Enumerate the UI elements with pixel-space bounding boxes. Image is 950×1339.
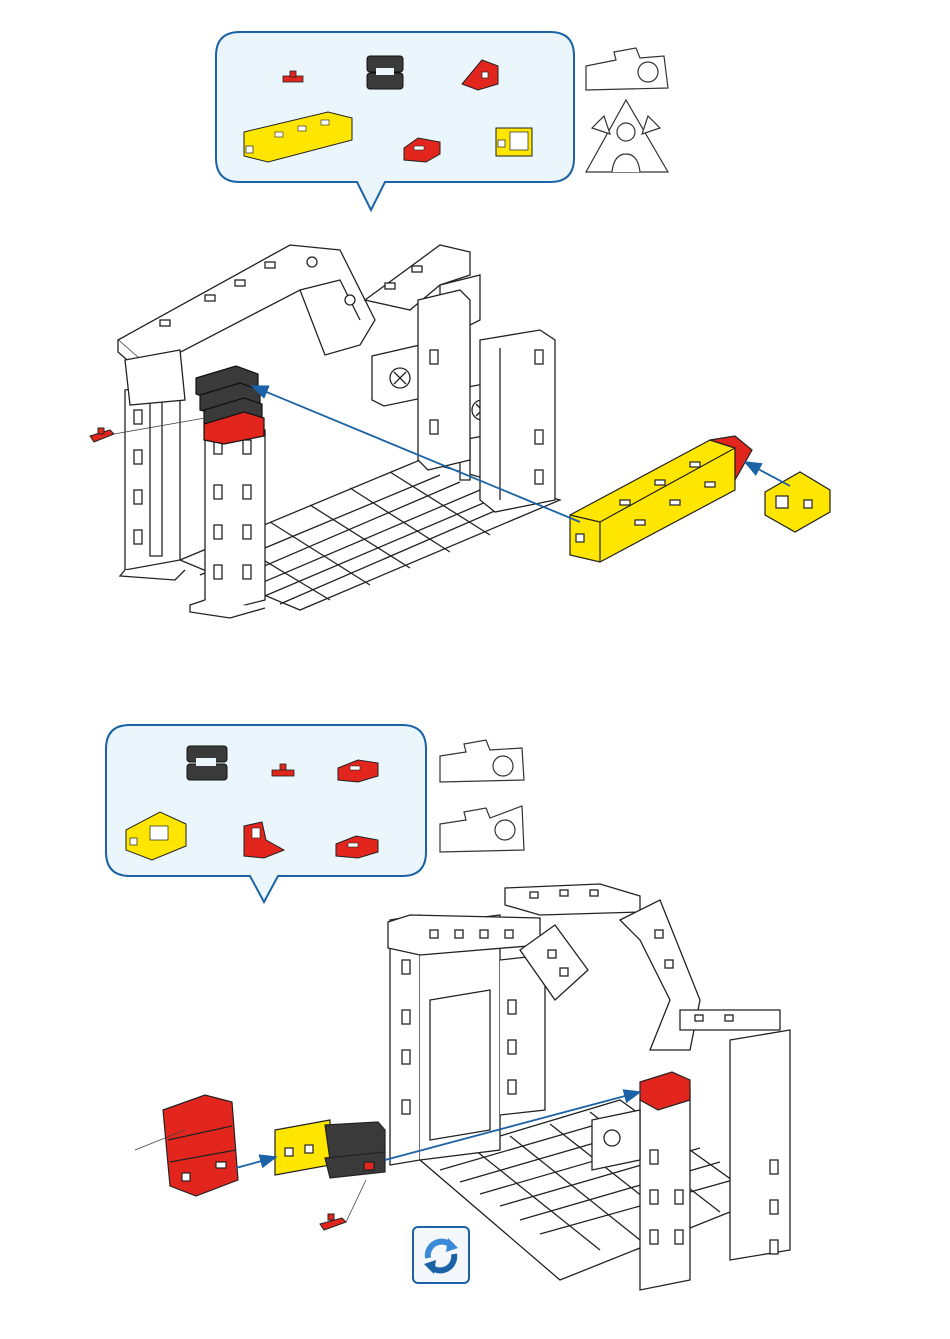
black-building-block-icon bbox=[367, 56, 403, 89]
yellow-u-bracket-icon bbox=[496, 128, 532, 156]
step-1-model bbox=[118, 245, 560, 618]
step-1-yellow-long-block bbox=[570, 436, 752, 562]
sheet-template-trapezoid-icon bbox=[440, 806, 524, 852]
step-1-yellow-u-bracket bbox=[765, 472, 830, 532]
top-beam bbox=[388, 884, 640, 955]
step-2-red-connector bbox=[320, 1180, 366, 1230]
sheet-template-triangle-icon bbox=[586, 100, 668, 172]
step-1-stack-black-red bbox=[196, 366, 264, 444]
sheet-template-rectangle-icon bbox=[586, 48, 668, 90]
sheet-template-rectangle-icon bbox=[440, 740, 524, 782]
step-2-parts-box bbox=[106, 725, 426, 902]
left-pillar-front bbox=[190, 420, 265, 618]
right-pillar-mid bbox=[418, 290, 470, 470]
step-2-yellow-black-block bbox=[275, 1120, 385, 1178]
rotate-model-button[interactable] bbox=[412, 1226, 470, 1284]
rotate-arrows-icon bbox=[414, 1228, 468, 1282]
left-pillar-back bbox=[120, 380, 185, 580]
step-2-red-stack bbox=[135, 1095, 238, 1196]
step-1-parts-box bbox=[216, 32, 574, 210]
step-1 bbox=[90, 32, 830, 618]
step-2 bbox=[106, 725, 790, 1290]
